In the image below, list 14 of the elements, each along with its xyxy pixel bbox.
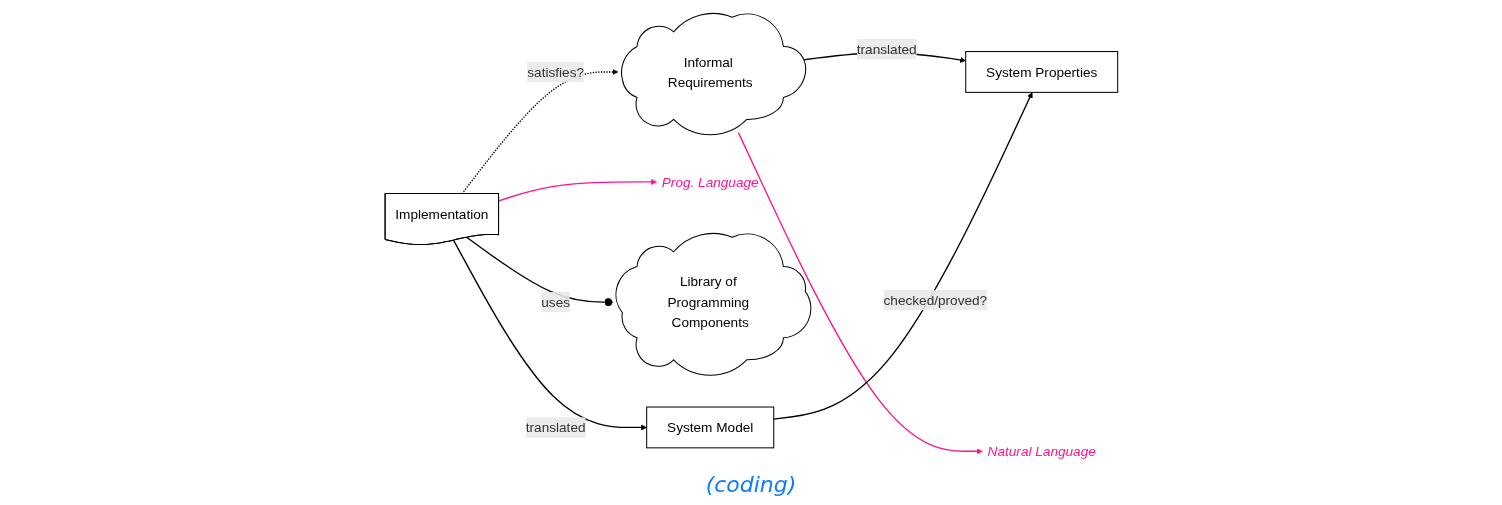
edge-label: translated [525,419,586,435]
edge-label: checked/proved? [883,292,987,308]
node-box: System Properties [964,51,1118,93]
node-text: Natural Language [987,443,1096,459]
edge-label: translated [856,41,917,57]
edge-label: satisfies? [526,64,584,80]
connector [465,236,613,307]
arrow [452,239,647,431]
handwritten-note: (coding) [705,472,797,497]
arrow [497,178,657,202]
edge-label: uses [540,294,570,310]
node-text: Prog. Language [661,174,759,190]
node-box: System Model [645,406,774,449]
arrow [737,131,983,455]
